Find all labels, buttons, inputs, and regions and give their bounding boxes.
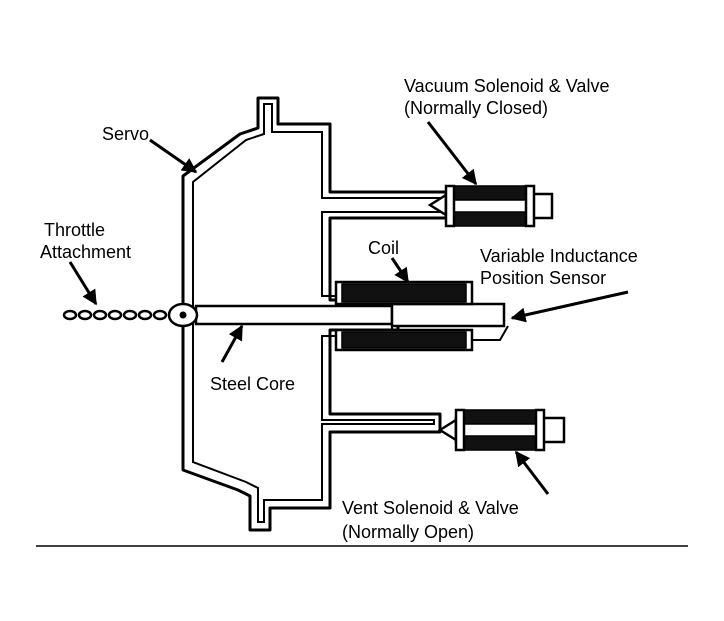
servo-leader [149,138,198,174]
vacuum-solenoid [427,184,554,228]
vent-label-line2: (Normally Open) [342,522,474,542]
vacuum-label-line2: (Normally Closed) [404,98,548,118]
throttle-label-line2: Attachment [40,242,131,262]
vacuum-label-line1: Vacuum Solenoid & Valve [404,76,609,96]
vent-leader [514,450,550,495]
steel-core-label: Steel Core [210,374,295,394]
sensor-label-line1: Variable Inductance [480,246,638,266]
throttle-label-line1: Throttle [44,220,105,240]
coil-leader [390,257,410,284]
sensor-label-line2: Position Sensor [480,268,606,288]
vent-solenoid [437,408,566,452]
vent-label-line1: Vent Solenoid & Valve [342,498,519,518]
leader-lines [68,121,629,495]
vacuum-leader [426,121,478,186]
steel-core [194,302,506,328]
throttle-eye [167,302,199,328]
sensor-coil [334,280,509,352]
steel-core-leader [220,324,244,363]
throttle-leader [68,261,98,306]
servo-label: Servo [102,124,149,144]
sensor-leader [510,290,629,323]
throttle-chain [62,309,168,321]
coil-label: Coil [368,238,399,258]
